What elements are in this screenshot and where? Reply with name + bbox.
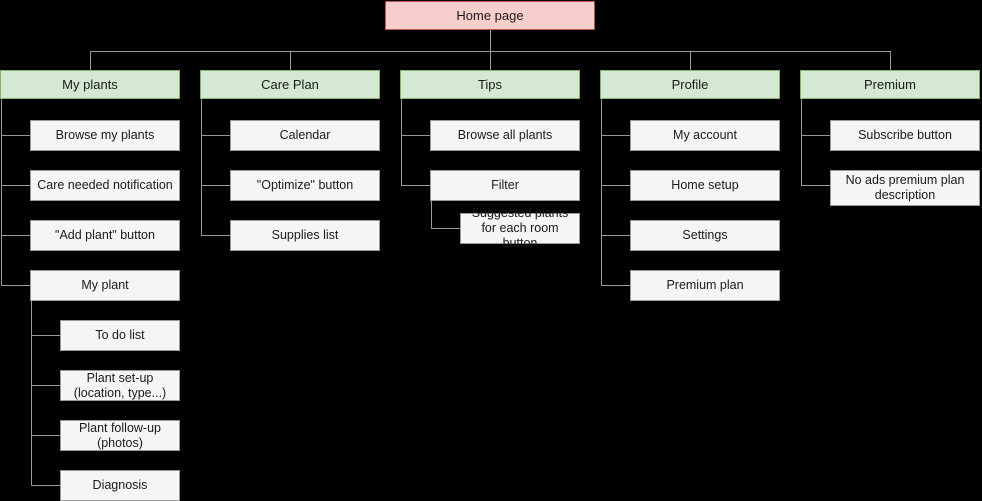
node-section-tips[interactable]: Tips (400, 70, 580, 99)
node-filter[interactable]: Filter (430, 170, 580, 201)
connector-stub-browse-my-plants (1, 135, 31, 136)
connector-root-stem (490, 29, 491, 52)
connector-drop-profile (690, 51, 691, 70)
node-home-page[interactable]: Home page (385, 1, 595, 30)
node-to-do-list[interactable]: To do list (60, 320, 180, 351)
connector-stub-settings (601, 235, 631, 236)
connector-stub-suggested-plants (431, 228, 461, 229)
node-my-plant[interactable]: My plant (30, 270, 180, 301)
connector-drop-care-plan (290, 51, 291, 70)
connector-trunk-my-plants (1, 99, 2, 286)
node-section-my-plants[interactable]: My plants (0, 70, 180, 99)
node-care-needed-notification[interactable]: Care needed notification (30, 170, 180, 201)
node-premium-plan[interactable]: Premium plan (630, 270, 780, 301)
node-no-ads-premium-plan-description[interactable]: No ads premium plan description (830, 170, 980, 206)
connector-stub-no-ads-description (801, 185, 831, 186)
connector-stub-plant-follow-up (31, 435, 61, 436)
connector-stub-home-setup (601, 185, 631, 186)
node-supplies-list[interactable]: Supplies list (230, 220, 380, 251)
connector-trunk-tips-inner (431, 199, 432, 228)
connector-stub-my-plant (1, 285, 31, 286)
connector-trunk-tips (401, 99, 402, 186)
node-suggested-plants-for-each-room-button[interactable]: Suggested plants for each room button (460, 206, 580, 250)
connector-drop-premium (890, 51, 891, 70)
node-add-plant-button[interactable]: "Add plant" button (30, 220, 180, 251)
node-plant-follow-up[interactable]: Plant follow-up (photos) (60, 420, 180, 451)
node-calendar[interactable]: Calendar (230, 120, 380, 151)
connector-drop-tips (490, 51, 491, 70)
node-section-profile[interactable]: Profile (600, 70, 780, 99)
connector-stub-my-account (601, 135, 631, 136)
node-plant-set-up[interactable]: Plant set-up (location, type...) (60, 370, 180, 401)
connector-drop-my-plants (90, 51, 91, 70)
node-home-setup[interactable]: Home setup (630, 170, 780, 201)
node-browse-all-plants[interactable]: Browse all plants (430, 120, 580, 151)
node-optimize-button[interactable]: "Optimize" button (230, 170, 380, 201)
connector-trunk-my-plant (31, 299, 32, 486)
connector-stub-filter (401, 185, 431, 186)
connector-stub-calendar (201, 135, 231, 136)
connector-stub-care-needed (1, 185, 31, 186)
connector-stub-add-plant (1, 235, 31, 236)
connector-stub-supplies-list (201, 235, 231, 236)
node-browse-my-plants[interactable]: Browse my plants (30, 120, 180, 151)
connector-trunk-premium (801, 99, 802, 186)
connector-stub-plant-set-up (31, 385, 61, 386)
node-section-care-plan[interactable]: Care Plan (200, 70, 380, 99)
connector-stub-optimize-button (201, 185, 231, 186)
connector-stub-subscribe-button (801, 135, 831, 136)
node-section-premium[interactable]: Premium (800, 70, 980, 99)
node-settings[interactable]: Settings (630, 220, 780, 251)
node-subscribe-button[interactable]: Subscribe button (830, 120, 980, 151)
connector-stub-premium-plan (601, 285, 631, 286)
connector-trunk-care-plan (201, 99, 202, 236)
connector-trunk-profile (601, 99, 602, 286)
node-diagnosis[interactable]: Diagnosis (60, 470, 180, 501)
connector-stub-diagnosis (31, 485, 61, 486)
connector-stub-to-do-list (31, 335, 61, 336)
connector-stub-browse-all-plants (401, 135, 431, 136)
node-my-account[interactable]: My account (630, 120, 780, 151)
